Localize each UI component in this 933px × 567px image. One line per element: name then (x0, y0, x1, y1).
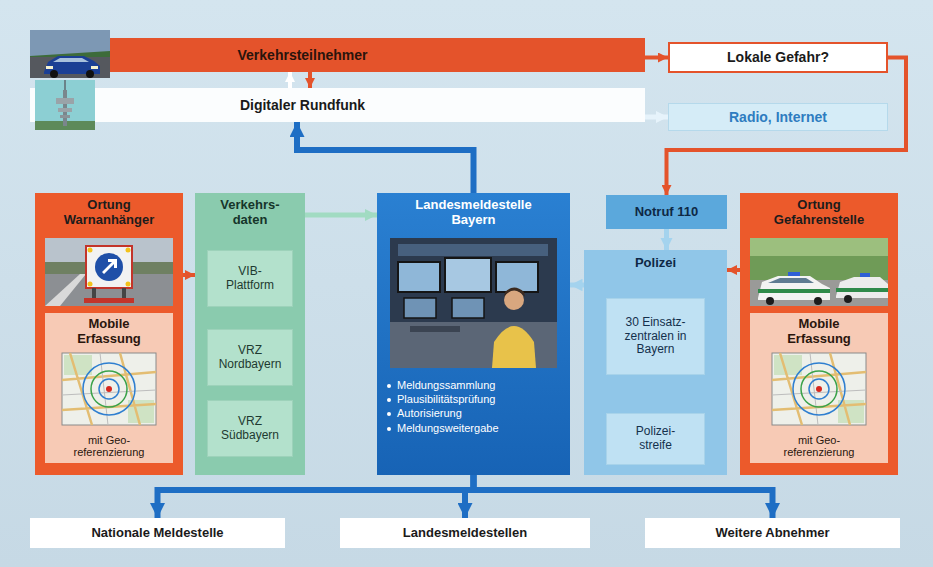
unit-box: Polizei- streife (606, 413, 705, 465)
flow-arrow (645, 56, 668, 60)
police-panel: Polizei 30 Einsatz- zentralen in BayernPo… (584, 250, 727, 475)
location-panel: Ortung WarnanhängerMobile Erfassung mit G… (35, 193, 183, 475)
unit-box: 30 Einsatz- zentralen in Bayern (606, 298, 705, 375)
tower-photo (35, 121, 95, 130)
flow-arrow (727, 268, 740, 272)
system-box: VRZ Südbayern (207, 400, 293, 457)
flow-arrow (297, 122, 474, 193)
broadcast-band: Digitaler Rundfunk (30, 88, 645, 122)
emergency-box: Notruf 110 (606, 195, 727, 229)
caption-text: mit Geo- referenzierung (64, 434, 154, 459)
participant-band: Verkehrsteilnehmer (30, 38, 645, 72)
question-box: Lokale Gefahr? (668, 42, 888, 73)
node-title: Verkehrsteilnehmer (238, 47, 368, 63)
bullet-item: Meldungsweitergabe (385, 421, 499, 435)
bullet-item: Plausibilitätsprüfung (385, 392, 495, 406)
node-title: Notruf 110 (635, 205, 699, 220)
node-title: VRZ Nordbayern (217, 344, 283, 372)
bullet-item: Meldungssammlung (385, 378, 495, 392)
flow-arrow (570, 283, 584, 288)
flow-arrow (474, 475, 773, 518)
node-title: Weitere Abnehmer (715, 526, 829, 541)
node-title: Digitaler Rundfunk (240, 97, 365, 113)
node-title: Ortung Warnanhänger (49, 198, 169, 228)
location-panel: Ortung GefahrenstelleMobile Erfassung mit… (740, 193, 898, 475)
node-title: Landesmeldestellen (403, 526, 527, 541)
flow-arrow (288, 72, 292, 88)
node-title: Mobile Erfassung (774, 317, 864, 347)
system-box: VIB- Plattform (207, 250, 293, 307)
caption-text: mit Geo- referenzierung (774, 434, 864, 459)
flow-arrow (308, 72, 312, 88)
flow-arrow (183, 273, 195, 277)
node-title: Polizei- streife (626, 425, 686, 453)
system-box: VRZ Nordbayern (207, 329, 293, 386)
output-box: Radio, Internet (668, 103, 888, 131)
recipient-box: Weitere Abnehmer (645, 518, 900, 548)
flow-arrow (645, 115, 668, 120)
flow-arrow (667, 58, 907, 196)
node-title: Ortung Gefahrenstelle (754, 198, 884, 228)
control-center-panel: Landesmeldestelle BayernMeldungssammlung… (377, 193, 570, 475)
flow-arrow (158, 475, 474, 518)
flow-arrow (664, 229, 669, 250)
flow-arrow (305, 213, 377, 218)
node-title: 30 Einsatz- zentralen in Bayern (621, 316, 691, 357)
node-title: Landesmeldestelle Bayern (399, 198, 549, 228)
node-title: Lokale Gefahr? (727, 49, 829, 65)
node-title: Radio, Internet (729, 109, 827, 125)
node-title: VRZ Südbayern (217, 415, 283, 443)
node-title: Mobile Erfassung (64, 317, 154, 347)
node-title: Polizei (635, 256, 676, 271)
bullet-item: Autorisierung (385, 406, 462, 420)
node-title: Nationale Meldestelle (91, 526, 223, 541)
recipient-box: Nationale Meldestelle (30, 518, 285, 548)
capture-box: Mobile Erfassung mit Geo- referenzierung (45, 313, 173, 463)
recipient-box: Landesmeldestellen (340, 518, 590, 548)
node-title: Verkehrs- daten (210, 198, 290, 228)
data-panel: Verkehrs- datenVIB- PlattformVRZ Nordbay… (195, 193, 305, 475)
node-title: VIB- Plattform (217, 265, 283, 293)
capture-box: Mobile Erfassung mit Geo- referenzierung (750, 313, 888, 463)
